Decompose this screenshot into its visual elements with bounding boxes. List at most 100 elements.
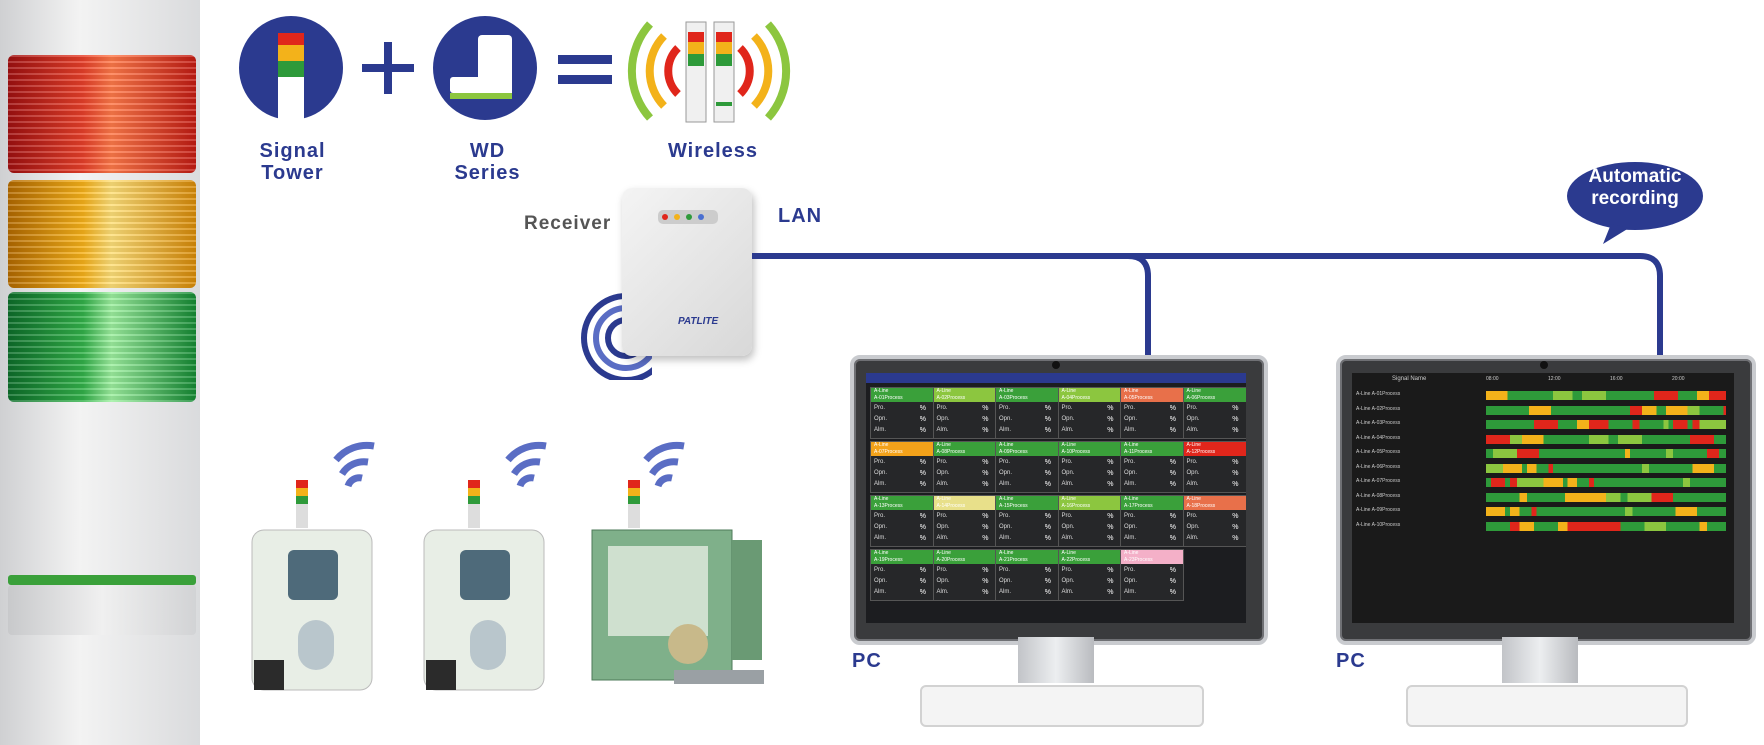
timeline-time-label: 16:00 xyxy=(1610,376,1623,382)
timeline-time-label: 20:00 xyxy=(1672,376,1685,382)
tile-metric: Opn.% xyxy=(936,470,989,477)
tile-metric: Alm.% xyxy=(874,427,926,434)
timeline-row-label: A-Line A-02Process xyxy=(1356,405,1401,412)
tile-metric-value: % xyxy=(1232,459,1239,466)
tile-name: A-Line A-20Process xyxy=(936,550,966,563)
timeline-row-label: A-Line A-03Process xyxy=(1356,420,1401,426)
tile-metric: Alm.% xyxy=(1124,589,1176,596)
tile-metric: Pro.% xyxy=(1061,567,1114,574)
tile-metric-value: % xyxy=(1169,481,1176,488)
tile-metric-value: % xyxy=(919,578,926,585)
auto-recording-text: Automatic recording xyxy=(1588,166,1682,209)
tile-metric: Alm.% xyxy=(1061,535,1114,542)
timeline-row-label: A-Line A-09Process xyxy=(1356,507,1401,513)
tile-metric-value: % xyxy=(982,535,989,542)
tile-metric: Alm.% xyxy=(999,481,1051,488)
tile-metric: Opn.% xyxy=(936,524,989,531)
timeline-row-label: A-Line A-08Process xyxy=(1356,492,1401,499)
signal-tower-icon xyxy=(238,15,344,121)
timeline-bar xyxy=(1486,420,1726,429)
tile-metric: Opn.% xyxy=(936,578,989,585)
tile-metric: Opn.% xyxy=(1061,578,1114,585)
tile-metric: Alm.% xyxy=(1061,481,1114,488)
timeline-bar xyxy=(1486,492,1726,502)
tile-metric-value: % xyxy=(1169,405,1176,412)
timeline-row-label: A-Line A-07Process xyxy=(1356,478,1401,484)
tile-metric-value: % xyxy=(1232,481,1239,488)
tile-metric: Alm.% xyxy=(1061,427,1114,434)
tile-metric-value: % xyxy=(1107,481,1114,488)
tile-metric: Alm.% xyxy=(1061,589,1114,596)
tile-metric-value: % xyxy=(1044,513,1051,520)
tile-metric: Pro.% xyxy=(1061,513,1114,520)
tile-metric-value: % xyxy=(1169,470,1176,477)
tile-metric-value: % xyxy=(1044,405,1051,412)
timeline-time-label: 12:00 xyxy=(1548,376,1561,382)
tile-metric: Alm.% xyxy=(1186,427,1239,434)
tile-metric: Pro.% xyxy=(936,513,989,520)
tile-metric-value: % xyxy=(1232,405,1239,412)
tile-metric: Alm.% xyxy=(874,589,926,596)
tile-metric: Pro.% xyxy=(999,567,1051,574)
tile-name: A-Line A-05Process xyxy=(1124,388,1153,401)
equals-sign xyxy=(558,55,612,85)
tile-metric-value: % xyxy=(1044,459,1051,466)
timeline-time-label: 08:00 xyxy=(1486,376,1499,382)
timeline-row-label: A-Line A-06Process xyxy=(1356,463,1401,470)
timeline-row-label: A-Line A-05Process xyxy=(1356,449,1401,455)
tile-name: A-Line A-08Process xyxy=(936,442,966,455)
tile-metric-value: % xyxy=(1044,416,1051,423)
tile-metric-value: % xyxy=(1169,459,1176,466)
tower-red-tier xyxy=(8,55,196,173)
tile-metric: Opn.% xyxy=(1186,524,1239,531)
tile-metric-value: % xyxy=(982,459,989,466)
wireless-icon xyxy=(622,10,796,128)
timeline-row-label: A-Line A-04Process xyxy=(1356,434,1401,441)
tile-metric: Pro.% xyxy=(936,459,989,466)
tile-metric: Pro.% xyxy=(936,405,989,412)
lan-label: LAN xyxy=(778,205,823,227)
tile-metric: Opn.% xyxy=(1061,416,1114,423)
tile-metric: Pro.% xyxy=(1186,459,1239,466)
tile-metric-value: % xyxy=(982,481,989,488)
timeline-bar xyxy=(1486,449,1726,458)
timeline-row-label: A-Line A-01Process xyxy=(1356,391,1401,397)
tile-name: A-Line A-09Process xyxy=(999,442,1028,455)
tile-metric: Opn.% xyxy=(874,524,926,531)
receiver-device: PATLITE xyxy=(622,188,752,356)
tile-metric: Opn.% xyxy=(1124,524,1176,531)
tile-metric-value: % xyxy=(919,405,926,412)
tile-name: A-Line A-07Process xyxy=(874,442,903,455)
timeline-bar xyxy=(1486,405,1726,415)
timeline-bar xyxy=(1486,478,1726,487)
pc-right-label: PC xyxy=(1336,650,1366,672)
tile-metric-value: % xyxy=(1044,589,1051,596)
wd-series-icon xyxy=(430,15,540,121)
tile-metric-value: % xyxy=(982,567,989,574)
signal-tower-photo xyxy=(0,0,200,745)
tile-metric: Alm.% xyxy=(999,427,1051,434)
tile-name: A-Line A-18Process xyxy=(1186,496,1216,509)
pc-stand-left xyxy=(1018,637,1094,683)
tile-metric: Pro.% xyxy=(874,459,926,466)
tile-metric: Pro.% xyxy=(936,567,989,574)
tile-metric-value: % xyxy=(1107,405,1114,412)
machine-2 xyxy=(410,420,570,710)
tile-metric: Alm.% xyxy=(874,535,926,542)
tile-metric-value: % xyxy=(982,589,989,596)
keyboard-right xyxy=(1406,685,1688,727)
tile-metric: Pro.% xyxy=(999,405,1051,412)
tile-metric-value: % xyxy=(919,481,926,488)
tile-metric-value: % xyxy=(982,416,989,423)
tile-metric-value: % xyxy=(982,405,989,412)
tile-name: A-Line A-03Process xyxy=(999,388,1028,401)
